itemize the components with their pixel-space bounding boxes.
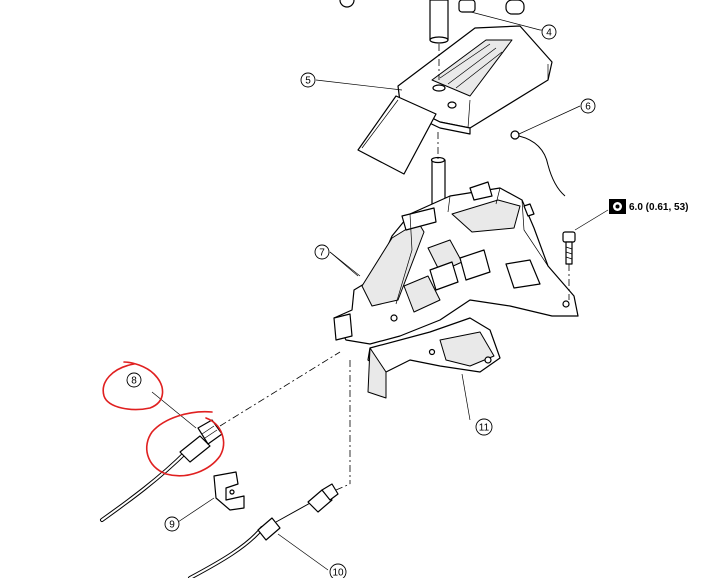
torque-spec-value: 6.0 (0.61, 53): [629, 202, 688, 213]
select-cable: [188, 360, 351, 578]
svg-text:5: 5: [305, 76, 311, 87]
red-annotation: [102, 361, 225, 477]
harness-wire: [510, 105, 581, 197]
callout-4: 4: [541, 24, 557, 40]
callout-7: 7: [314, 244, 330, 260]
svg-text:8: 8: [131, 376, 137, 387]
shifter-base: [329, 181, 579, 345]
top-shaft-assembly: [339, 0, 541, 44]
svg-text:10: 10: [332, 568, 344, 578]
svg-text:4: 4: [546, 28, 552, 39]
torque-wrench-icon: [609, 199, 626, 214]
cable-clip: [177, 471, 245, 523]
callout-9: 9: [164, 516, 180, 532]
lower-bracket: [367, 317, 501, 421]
red-circle-cable-end: [145, 410, 225, 477]
red-circle-callout-8: [102, 361, 164, 411]
control-cable: [100, 351, 341, 522]
torque-spec: 6.0 (0.61, 53): [609, 199, 688, 214]
indicator-housing: [357, 25, 553, 175]
callout-5: 5: [300, 72, 316, 88]
svg-text:11: 11: [479, 423, 490, 434]
svg-text:7: 7: [319, 248, 325, 259]
callout-10: 10: [329, 563, 347, 578]
callout-6: 6: [580, 98, 596, 114]
svg-text:9: 9: [169, 520, 175, 531]
callout-8: 8: [126, 372, 142, 388]
svg-text:6: 6: [585, 102, 591, 113]
callout-11: 11: [475, 418, 493, 436]
mounting-bolt: [562, 209, 609, 300]
